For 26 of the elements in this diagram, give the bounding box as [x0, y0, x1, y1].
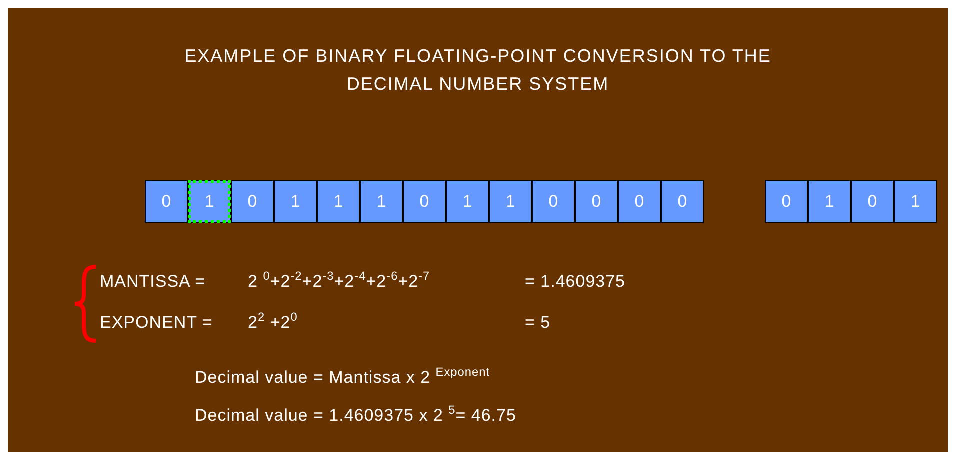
bit-cell: 0 — [661, 180, 704, 223]
field-label: EXPONENT = — [100, 313, 213, 333]
title: EXAMPLE OF BINARY FLOATING-POINT CONVERSION TO THE DECIMAL NUMBER SYSTEM — [184, 45, 772, 96]
formula: 2$^{2}$ +2$^{0}$ — [248, 313, 298, 333]
bit-cell: 0 — [403, 180, 446, 223]
bit-cell: 0 — [145, 180, 188, 223]
formula: 2 $^{0}$+2$^{-2}$+2$^{-3}$+2$^{-4}$+2$^{-6}$+2$^{-7}$ — [248, 272, 430, 292]
field-label: MANTISSA = — [100, 272, 206, 292]
formula: Decimal value = 1.4609375 x 2 $^{5}$= 46.75 — [195, 406, 516, 426]
bit-cell: 0 — [618, 180, 661, 223]
bit-cell: 1 — [489, 180, 532, 223]
bit-cell: 1 — [808, 180, 851, 223]
bit-cell: 1 — [446, 180, 489, 223]
bit-cell: 0 — [231, 180, 274, 223]
bit-cell: 1 — [274, 180, 317, 223]
bit-cell: 1 — [894, 180, 937, 223]
bit-cell: 0 — [851, 180, 894, 223]
bit-cell: 0 — [575, 180, 618, 223]
bit-cell: 0 — [765, 180, 808, 223]
bit-cell: 0 — [532, 180, 575, 223]
bit-cell: 1 — [317, 180, 360, 223]
bit-cell: 1 — [360, 180, 403, 223]
result: = 5 — [525, 313, 551, 333]
formula: Decimal value = Mantissa x 2 $^{Exponent}$ — [195, 368, 490, 388]
result: = 1.4609375 — [525, 272, 626, 292]
bit-cell: 1 — [188, 180, 231, 223]
